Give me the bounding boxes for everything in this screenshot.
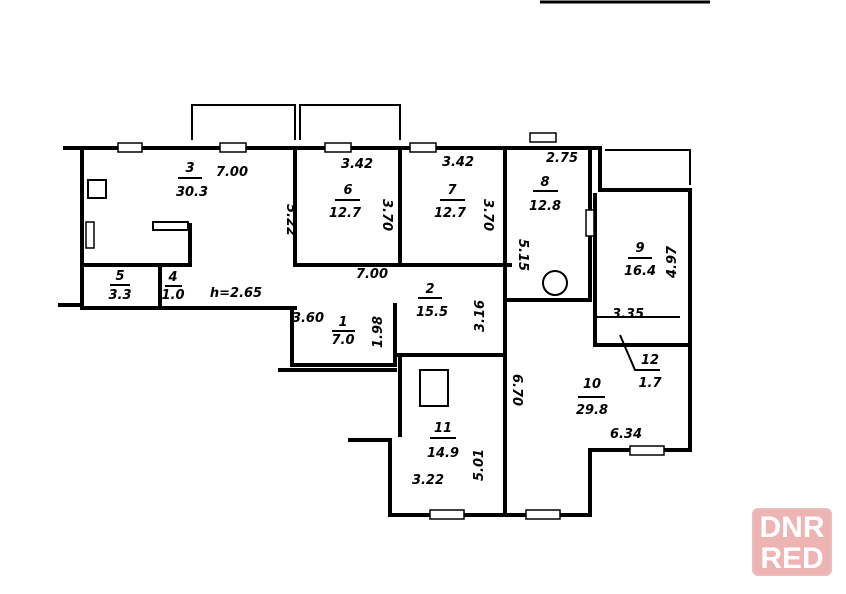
room-9: 9 16.4 4.97 bbox=[624, 241, 680, 279]
svg-text:5.22: 5.22 bbox=[283, 204, 298, 236]
svg-text:8: 8 bbox=[540, 175, 549, 190]
svg-text:3: 3 bbox=[185, 161, 194, 176]
svg-text:2.75: 2.75 bbox=[546, 151, 578, 166]
svg-text:7.00: 7.00 bbox=[216, 165, 248, 180]
svg-text:2: 2 bbox=[425, 282, 434, 297]
watermark-line1: DNR bbox=[759, 511, 825, 544]
windows bbox=[85, 132, 665, 520]
room-11: 11 14.9 3.22 5.01 bbox=[412, 421, 487, 488]
svg-text:12.7: 12.7 bbox=[329, 206, 362, 221]
room-4: 4 1.0 bbox=[161, 270, 184, 303]
svg-text:3.3: 3.3 bbox=[108, 288, 131, 303]
svg-text:5.01: 5.01 bbox=[472, 449, 487, 481]
svg-text:12.8: 12.8 bbox=[529, 199, 561, 214]
svg-text:3.42: 3.42 bbox=[341, 157, 373, 172]
svg-text:12.7: 12.7 bbox=[434, 206, 467, 221]
svg-text:6.34: 6.34 bbox=[610, 427, 642, 442]
room-8: 8 12.8 2.75 5.15 bbox=[515, 151, 578, 271]
room-1: 3.60 1 7.0 1.98 bbox=[292, 311, 386, 348]
room-12: 12 1.7 3.35 bbox=[612, 307, 663, 391]
balcony-top bbox=[191, 104, 401, 140]
svg-text:15.5: 15.5 bbox=[416, 305, 448, 320]
svg-text:6: 6 bbox=[343, 183, 352, 198]
svg-text:3.60: 3.60 bbox=[292, 311, 324, 326]
walls bbox=[58, 146, 692, 517]
svg-text:11: 11 bbox=[434, 421, 452, 436]
ceiling-height: h=2.65 bbox=[210, 286, 262, 301]
svg-text:1: 1 bbox=[338, 315, 347, 330]
svg-text:3.22: 3.22 bbox=[412, 473, 444, 488]
fixtures bbox=[87, 179, 680, 407]
svg-text:3.70: 3.70 bbox=[379, 199, 394, 231]
room-5: 5 3.3 bbox=[108, 269, 131, 303]
tub-icon bbox=[419, 369, 449, 407]
svg-text:1.98: 1.98 bbox=[371, 316, 386, 348]
svg-text:3.70: 3.70 bbox=[480, 199, 495, 231]
svg-text:30.3: 30.3 bbox=[176, 185, 208, 200]
watermark-logo: DNR RED bbox=[752, 508, 832, 576]
svg-text:4.97: 4.97 bbox=[665, 245, 680, 279]
svg-text:29.8: 29.8 bbox=[576, 403, 608, 418]
svg-text:3.35: 3.35 bbox=[612, 307, 644, 322]
svg-text:3.16: 3.16 bbox=[473, 300, 488, 332]
svg-text:7.00: 7.00 bbox=[356, 267, 388, 282]
room-7: 7 12.7 3.42 3.70 bbox=[434, 155, 495, 231]
svg-text:7.0: 7.0 bbox=[331, 333, 354, 348]
svg-text:9: 9 bbox=[635, 241, 644, 256]
svg-text:7: 7 bbox=[447, 183, 457, 198]
svg-text:3.42: 3.42 bbox=[442, 155, 474, 170]
stove-icon bbox=[87, 179, 107, 199]
room-2: 7.00 2 15.5 3.16 bbox=[356, 267, 488, 332]
room-10: 10 29.8 6.34 6.70 bbox=[509, 374, 642, 442]
svg-text:1.0: 1.0 bbox=[161, 288, 184, 303]
toilet-icon bbox=[542, 270, 568, 296]
svg-text:6.70: 6.70 bbox=[509, 374, 524, 406]
svg-text:5: 5 bbox=[115, 269, 124, 284]
room-3: 3 30.3 7.00 5.22 bbox=[176, 161, 298, 236]
svg-text:5.15: 5.15 bbox=[515, 239, 530, 271]
svg-text:12: 12 bbox=[641, 353, 659, 368]
svg-text:10: 10 bbox=[583, 377, 601, 392]
watermark-line2: RED bbox=[760, 542, 824, 575]
svg-text:14.9: 14.9 bbox=[427, 446, 459, 461]
svg-text:16.4: 16.4 bbox=[624, 264, 656, 279]
sink-icon bbox=[152, 221, 189, 231]
svg-text:4: 4 bbox=[167, 270, 177, 285]
room-6: 6 12.7 3.42 3.70 bbox=[329, 157, 394, 231]
svg-text:1.7: 1.7 bbox=[638, 376, 662, 391]
